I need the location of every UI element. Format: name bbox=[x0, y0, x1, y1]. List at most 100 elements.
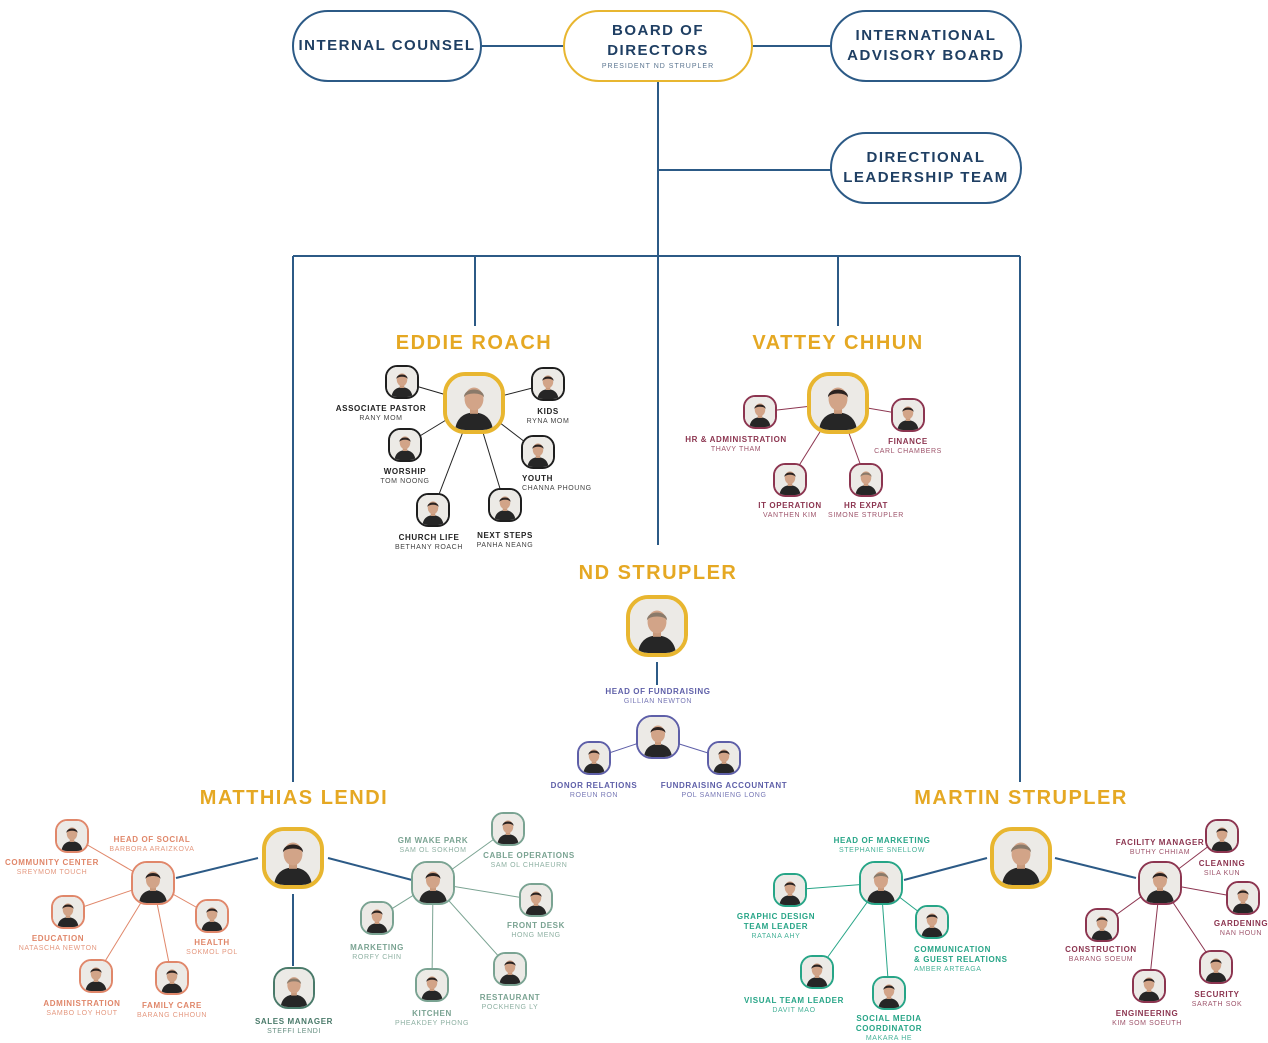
person-icon bbox=[417, 970, 447, 1000]
avatar-gm-wake-park bbox=[411, 861, 455, 905]
internal-counsel-box: INTERNAL COUNSEL bbox=[292, 10, 482, 82]
avatar-restaurant bbox=[493, 952, 527, 986]
person-icon bbox=[521, 885, 551, 915]
person-icon bbox=[533, 369, 563, 399]
avatar-matthias-lendi bbox=[262, 827, 324, 889]
person-icon bbox=[493, 814, 523, 844]
avatar-gardening bbox=[1226, 881, 1260, 915]
avatar-visual-team-leader bbox=[800, 955, 834, 989]
avatar-donor-relations bbox=[577, 741, 611, 775]
person-icon bbox=[1207, 821, 1237, 851]
avatar-head-of-marketing bbox=[859, 861, 903, 905]
avatar-cleaning bbox=[1205, 819, 1239, 853]
avatar-marketing bbox=[360, 901, 394, 935]
person-icon bbox=[802, 957, 832, 987]
avatar-facility-manager bbox=[1138, 861, 1182, 905]
leader-name-nd: ND STRUPLER bbox=[578, 562, 738, 584]
person-icon bbox=[418, 495, 448, 525]
person-icon bbox=[917, 907, 947, 937]
board-subtitle: PRESIDENT ND STRUPLER bbox=[601, 62, 715, 70]
avatar-front-desk bbox=[519, 883, 553, 917]
person-icon bbox=[994, 831, 1048, 885]
avatar-fundraising-accountant bbox=[707, 741, 741, 775]
advisory-line1: INTERNATIONAL bbox=[855, 27, 997, 44]
avatar-church-life bbox=[416, 493, 450, 527]
person-icon bbox=[811, 376, 865, 430]
avatar-education bbox=[51, 895, 85, 929]
avatar-it-operation bbox=[773, 463, 807, 497]
board-of-directors-box: BOARD OF DIRECTORS PRESIDENT ND STRUPLER bbox=[563, 10, 753, 82]
avatar-youth bbox=[521, 435, 555, 469]
person-icon bbox=[630, 599, 684, 653]
advisory-line2: ADVISORY BOARD bbox=[847, 47, 1005, 64]
avatar-nd-strupler bbox=[626, 595, 688, 657]
person-icon bbox=[387, 367, 417, 397]
avatar-construction bbox=[1085, 908, 1119, 942]
avatar-security bbox=[1199, 950, 1233, 984]
avatar-hr-administration bbox=[743, 395, 777, 429]
person-icon bbox=[447, 376, 501, 430]
person-icon bbox=[197, 901, 227, 931]
avatar-head-of-fundraising bbox=[636, 715, 680, 759]
person-icon bbox=[266, 831, 320, 885]
board-title: BOARD OF DIRECTORS bbox=[607, 21, 709, 59]
leader-name-matthias: MATTHIAS LENDI bbox=[199, 787, 389, 809]
avatar-health bbox=[195, 899, 229, 933]
avatar-vattey-chhun bbox=[807, 372, 869, 434]
person-icon bbox=[157, 963, 187, 993]
person-icon bbox=[709, 743, 739, 773]
avatar-head-of-social bbox=[131, 861, 175, 905]
person-icon bbox=[53, 897, 83, 927]
directional-line2: LEADERSHIP TEAM bbox=[843, 169, 1009, 186]
avatar-associate-pastor bbox=[385, 365, 419, 399]
person-icon bbox=[1201, 952, 1231, 982]
avatar-graphic-design bbox=[773, 873, 807, 907]
international-advisory-board-box: INTERNATIONAL ADVISORY BOARD bbox=[830, 10, 1022, 82]
person-icon bbox=[1087, 910, 1117, 940]
person-icon bbox=[745, 397, 775, 427]
avatar-worship bbox=[388, 428, 422, 462]
person-icon bbox=[874, 978, 904, 1008]
person-icon bbox=[133, 863, 173, 903]
avatar-social-media-coordinator bbox=[872, 976, 906, 1010]
person-icon bbox=[523, 437, 553, 467]
person-icon bbox=[57, 821, 87, 851]
person-icon bbox=[579, 743, 609, 773]
person-icon bbox=[390, 430, 420, 460]
person-icon bbox=[413, 863, 453, 903]
person-icon bbox=[490, 490, 520, 520]
avatar-next-steps bbox=[488, 488, 522, 522]
avatar-communication bbox=[915, 905, 949, 939]
leader-name-vattey: VATTEY CHHUN bbox=[752, 332, 924, 354]
leader-name-eddie: EDDIE ROACH bbox=[395, 332, 553, 354]
avatar-cable-operations bbox=[491, 812, 525, 846]
person-icon bbox=[1140, 863, 1180, 903]
directional-leadership-team-box: DIRECTIONAL LEADERSHIP TEAM bbox=[830, 132, 1022, 204]
